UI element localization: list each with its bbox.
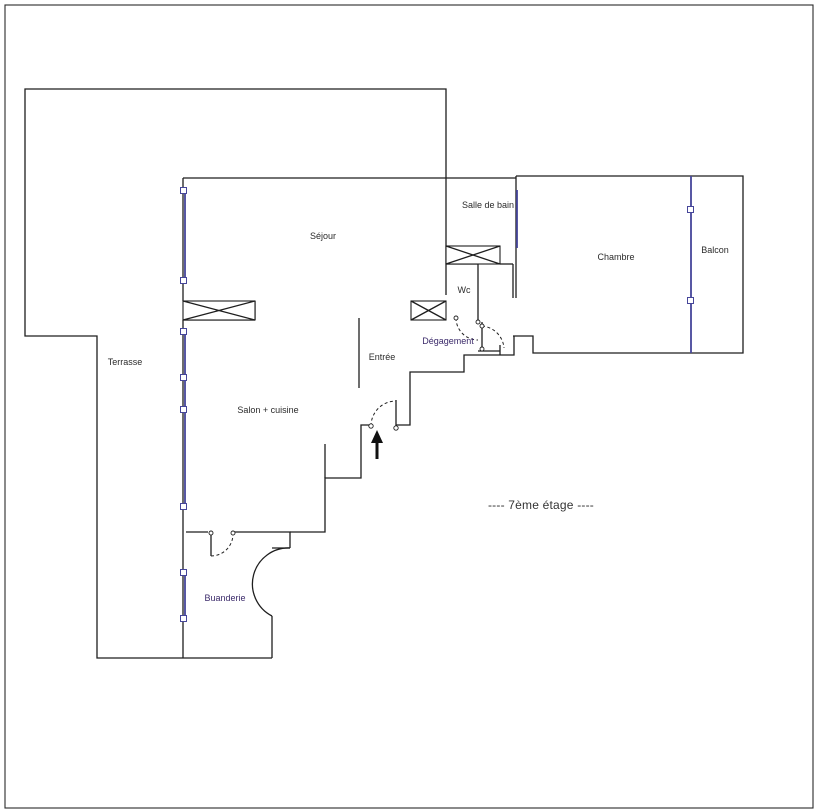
duct-degagement xyxy=(410,300,447,321)
label-salon-cuisine: Salon + cuisine xyxy=(237,405,299,415)
label-buanderie: Buanderie xyxy=(204,593,246,603)
door-chambre xyxy=(479,322,505,352)
terrasse-outline xyxy=(24,88,447,659)
label-entree: Entrée xyxy=(368,352,396,362)
label-chambre: Chambre xyxy=(597,252,635,262)
label-balcon: Balcon xyxy=(701,245,729,255)
door-wc xyxy=(453,315,481,341)
label-terrasse: Terrasse xyxy=(107,357,143,367)
label-sejour: Séjour xyxy=(309,231,337,241)
duct-bathroom xyxy=(445,245,501,265)
floor-label: ---- 7ème étage ---- xyxy=(487,498,595,512)
door-buanderie xyxy=(208,530,236,557)
entrance-door xyxy=(368,400,399,431)
window-chambre-balcon xyxy=(687,176,694,353)
window-sejour xyxy=(180,187,187,284)
label-wc: Wc xyxy=(457,285,471,295)
window-salon xyxy=(180,328,187,510)
window-buanderie xyxy=(180,569,187,622)
duct-sejour xyxy=(182,300,256,321)
label-salle-de-bain: Salle de bain xyxy=(461,200,515,210)
entrance-arrow xyxy=(371,430,383,459)
label-degagement: Dégagement xyxy=(422,336,474,346)
page-frame xyxy=(4,4,814,809)
door-buanderie-exterior xyxy=(251,547,291,617)
